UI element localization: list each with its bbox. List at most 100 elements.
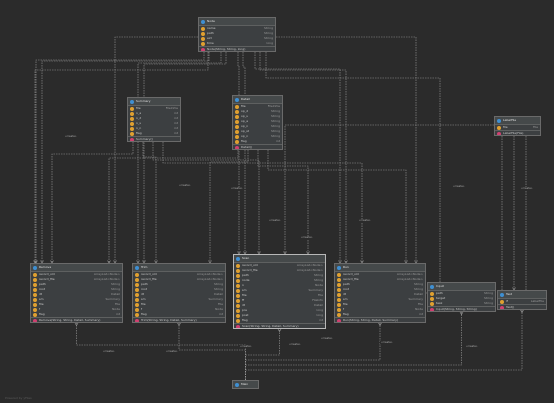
class-header[interactable]: Remove	[31, 264, 122, 272]
method-row[interactable]: Trim(String, String, Detail, Summary)	[133, 317, 225, 322]
method-row[interactable]: Input(String, String, String)	[428, 306, 495, 311]
method-row[interactable]: Remove(String, String, Detail, Summary)	[31, 317, 122, 322]
class-box-main[interactable]: Main	[232, 380, 259, 389]
field-name: path	[436, 292, 443, 295]
class-header[interactable]: Test	[498, 291, 546, 299]
class-header[interactable]: Node	[199, 18, 275, 26]
field-name: name	[207, 27, 216, 30]
class-header[interactable]: Main	[233, 381, 258, 388]
class-header[interactable]: Detail	[233, 96, 282, 104]
method-row[interactable]: Detail()	[233, 144, 282, 149]
class-header[interactable]: Summary	[128, 98, 180, 106]
method-row[interactable]: Scan(String, String, Detail, Summary)	[234, 323, 325, 328]
field-name: path	[141, 283, 148, 286]
method-row[interactable]: Test()	[498, 304, 546, 309]
class-header[interactable]: Scan	[234, 255, 325, 263]
method-row[interactable]: LabelFile(File)	[495, 130, 540, 135]
class-title: Scan	[242, 257, 250, 260]
field-type: int	[319, 318, 323, 322]
method-row[interactable]: Summary()	[128, 136, 180, 141]
class-header[interactable]: Run	[335, 264, 425, 272]
class-header[interactable]: Trim	[133, 264, 225, 272]
method-row[interactable]: Node(String, String, long)	[199, 46, 275, 51]
class-header[interactable]: Input	[428, 283, 495, 291]
method-row[interactable]: Run(String, String, Detail, Summary)	[335, 317, 425, 322]
class-header[interactable]: LabelFile	[495, 117, 540, 125]
